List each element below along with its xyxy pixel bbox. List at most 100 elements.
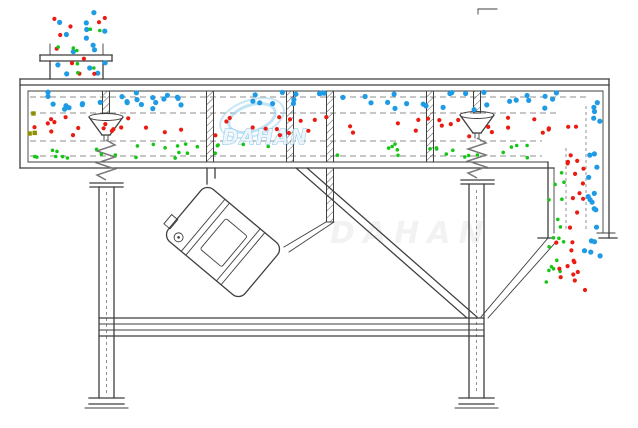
particle-green — [92, 66, 96, 70]
particle-green — [501, 150, 506, 155]
particle-green — [135, 144, 140, 148]
particle-green — [216, 143, 220, 147]
particle-blue — [321, 90, 327, 96]
particle-blue — [133, 90, 139, 96]
feed-inlet — [39, 43, 113, 80]
particle-red — [69, 61, 75, 66]
particle-green — [544, 280, 549, 284]
particle-red — [45, 121, 50, 126]
particle-blue — [91, 47, 98, 53]
particle-blue — [84, 26, 90, 33]
particle-blue — [45, 93, 51, 99]
particle-blue — [79, 102, 85, 108]
particle-green — [451, 148, 455, 153]
particle-green — [113, 153, 118, 157]
particle-green — [98, 28, 102, 33]
particle-blue — [119, 94, 125, 100]
particle-blue — [150, 95, 156, 101]
particle-red — [70, 133, 76, 138]
particle-blue — [63, 31, 69, 38]
particle-red — [298, 118, 303, 123]
particle-red — [49, 129, 54, 134]
particle-blue — [507, 98, 513, 104]
particle-blue — [102, 28, 108, 34]
particle-green — [551, 236, 556, 240]
particle-red — [96, 20, 102, 25]
particle-red — [395, 121, 400, 126]
particle-blue — [83, 20, 89, 26]
particle-blue — [581, 248, 588, 254]
particle-red — [532, 117, 537, 122]
particle-red — [103, 122, 108, 127]
particle-blue — [340, 94, 346, 100]
particle-red — [566, 124, 571, 129]
particle-green — [562, 180, 566, 184]
particle-red — [32, 125, 37, 130]
particle-red — [277, 115, 282, 120]
particle-olive — [27, 131, 32, 136]
particle-red — [76, 125, 81, 131]
particle-red — [540, 130, 545, 135]
particle-green — [561, 240, 566, 244]
particle-red — [571, 272, 576, 277]
particle-red — [263, 126, 268, 131]
particle-green — [76, 71, 80, 75]
particle-green — [434, 147, 439, 151]
right-spring — [465, 137, 489, 179]
particle-red — [558, 275, 563, 280]
particle-red — [224, 119, 229, 124]
particle-red — [456, 117, 461, 123]
particle-green — [553, 182, 557, 187]
corner-mark — [477, 8, 498, 15]
particle-blue — [420, 101, 426, 107]
particle-green — [75, 48, 79, 53]
particle-green — [134, 155, 138, 160]
particle-blue — [404, 101, 410, 107]
particle-red — [580, 181, 586, 186]
particle-red — [350, 130, 356, 135]
particle-red — [306, 128, 311, 133]
particle-green — [175, 144, 180, 148]
particle-red — [575, 269, 580, 275]
particle-olive — [31, 111, 36, 116]
particle-red — [312, 117, 317, 122]
particle-red — [575, 158, 580, 163]
particle-green — [547, 198, 551, 202]
particle-red — [102, 15, 107, 21]
particle-red — [63, 115, 68, 120]
particle-blue — [293, 91, 299, 97]
particle-red — [506, 125, 511, 130]
particle-blue — [175, 95, 181, 101]
particle-red — [437, 118, 442, 123]
particle-blue — [57, 19, 63, 25]
particle-green — [195, 144, 200, 149]
cross-beams — [98, 317, 485, 337]
particle-blue — [91, 10, 97, 16]
particle-blue — [279, 89, 285, 95]
particle-red — [179, 127, 184, 132]
particle-blue — [87, 65, 93, 71]
particle-blue — [250, 98, 256, 104]
particle-green — [241, 142, 246, 147]
particle-green — [185, 151, 190, 155]
particle-green — [35, 155, 39, 159]
particle-red — [448, 122, 453, 127]
support-legs — [84, 183, 499, 409]
particle-red — [467, 134, 472, 139]
particle-red — [569, 248, 574, 253]
particle-blue — [391, 91, 397, 97]
particle-red — [162, 130, 167, 135]
particle-blue — [550, 96, 556, 102]
particle-red — [81, 56, 86, 61]
particle-blue — [594, 100, 600, 106]
particle-blue — [484, 102, 490, 108]
particle-blue — [589, 199, 595, 205]
logo-swoosh-icon — [219, 97, 285, 139]
particle-blue — [63, 103, 69, 109]
particle-red — [581, 166, 586, 171]
particle-red — [571, 258, 576, 263]
particle-red — [287, 117, 293, 122]
particle-green — [177, 150, 181, 155]
